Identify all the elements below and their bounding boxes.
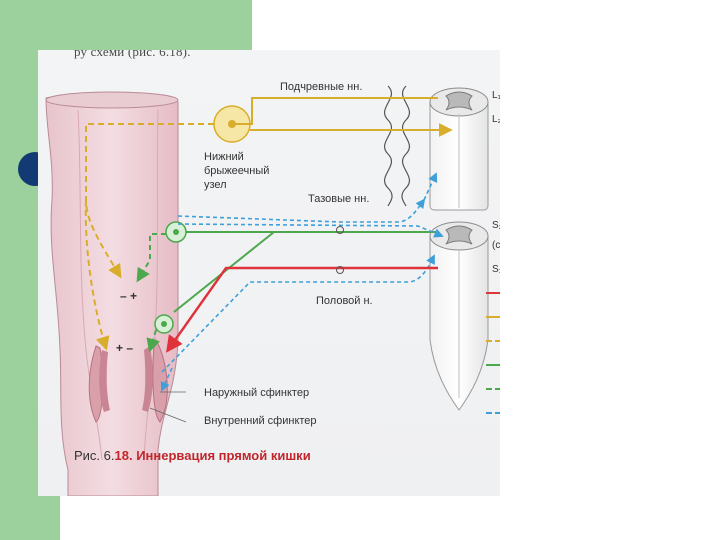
figure-caption: Рис. 6.18. Иннервация прямой кишки — [74, 448, 311, 463]
spinal-cord-sacral — [429, 221, 489, 411]
slide-green-header-block — [0, 0, 252, 50]
label-plus-minus: + – — [116, 341, 133, 355]
label-inferior-mesenteric-2: брыжеечный — [204, 165, 269, 177]
caption-title: Иннервация прямой кишки — [136, 448, 311, 463]
parasympathetic-post-line-upper — [136, 233, 166, 283]
rectum-opening — [45, 91, 179, 109]
label-hypogastric: Подчревные нн. — [280, 81, 362, 93]
header-text-fragment: ру схеми (рис. 6.18). — [74, 50, 191, 59]
pudendal-nerve-red — [166, 266, 438, 353]
legend-item: Симпатические преганглионарные — [486, 310, 500, 324]
sympathetic-chain — [384, 85, 393, 207]
label-S3: S₃ — [492, 264, 500, 275]
internal-sphincter-shape-right — [142, 346, 153, 412]
legend-item: Симпатические постганглионарные — [486, 334, 500, 348]
legend-item: Парасимпатические преганглионарные — [486, 358, 500, 372]
legend-swatch — [486, 412, 500, 414]
legend-item: Парасимпатические постганглионарные — [486, 382, 500, 396]
sympathetic-chain-2 — [401, 85, 410, 207]
label-pelvic: Тазовые нн. — [308, 193, 369, 205]
hypogastric-nerve-line-top — [232, 97, 438, 125]
label-L1: L₁ — [492, 90, 500, 101]
caption-prefix: Рис. 6. — [74, 448, 115, 463]
label-S2: S₂ — [492, 220, 500, 231]
label-minus-plus: – + — [120, 289, 137, 303]
label-internal-sphincter: Внутренний сфинктер — [204, 415, 317, 427]
legend-swatch — [486, 340, 500, 342]
internal-sphincter-leader — [149, 407, 187, 423]
label-L2: L₂ — [492, 114, 500, 125]
pudendal-nerve-crossing — [336, 266, 344, 274]
afferent-line-2 — [177, 223, 444, 238]
pelvic-nerve-green-diag — [173, 231, 438, 313]
afferent-line-pelvic — [177, 198, 426, 223]
rectum-wall — [45, 92, 179, 496]
innervation-figure: ру схеми (рис. 6.18). — [38, 50, 500, 496]
label-external-sphincter: Наружный сфинктер — [204, 387, 309, 399]
legend-swatch — [486, 388, 500, 390]
caption-number: 18. — [114, 448, 133, 463]
afferent-arrow-up — [423, 172, 438, 201]
label-inferior-mesenteric-1: Нижний — [204, 151, 244, 163]
diagram-svg: Подчревные нн. Нижний брыжеечный узел Та… — [45, 81, 500, 496]
spinal-cord-lumbar — [429, 87, 489, 211]
legend-swatch — [486, 364, 500, 366]
sympathetic-postganglionic-line-2 — [84, 199, 110, 351]
parasympathetic-post-line-lower — [146, 329, 160, 353]
legend-item: Афферентные пути — [486, 406, 500, 420]
afferent-line-pudendal — [161, 254, 435, 373]
label-pudendal: Половой н. — [316, 295, 373, 307]
legend-item: Соматомоторные — [486, 286, 500, 300]
legend-swatch — [486, 316, 500, 318]
label-inferior-mesenteric-3: узел — [204, 179, 227, 191]
pelvic-nerve-crossing — [336, 226, 344, 234]
external-sphincter-shape-right — [152, 338, 168, 423]
label-S2-S4: (с S₂ по S₄) — [492, 240, 500, 251]
slide-green-side-notch — [38, 496, 60, 540]
internal-sphincter-shape — [99, 350, 110, 412]
slide-green-side-strip — [0, 50, 38, 540]
legend-swatch — [486, 292, 500, 294]
